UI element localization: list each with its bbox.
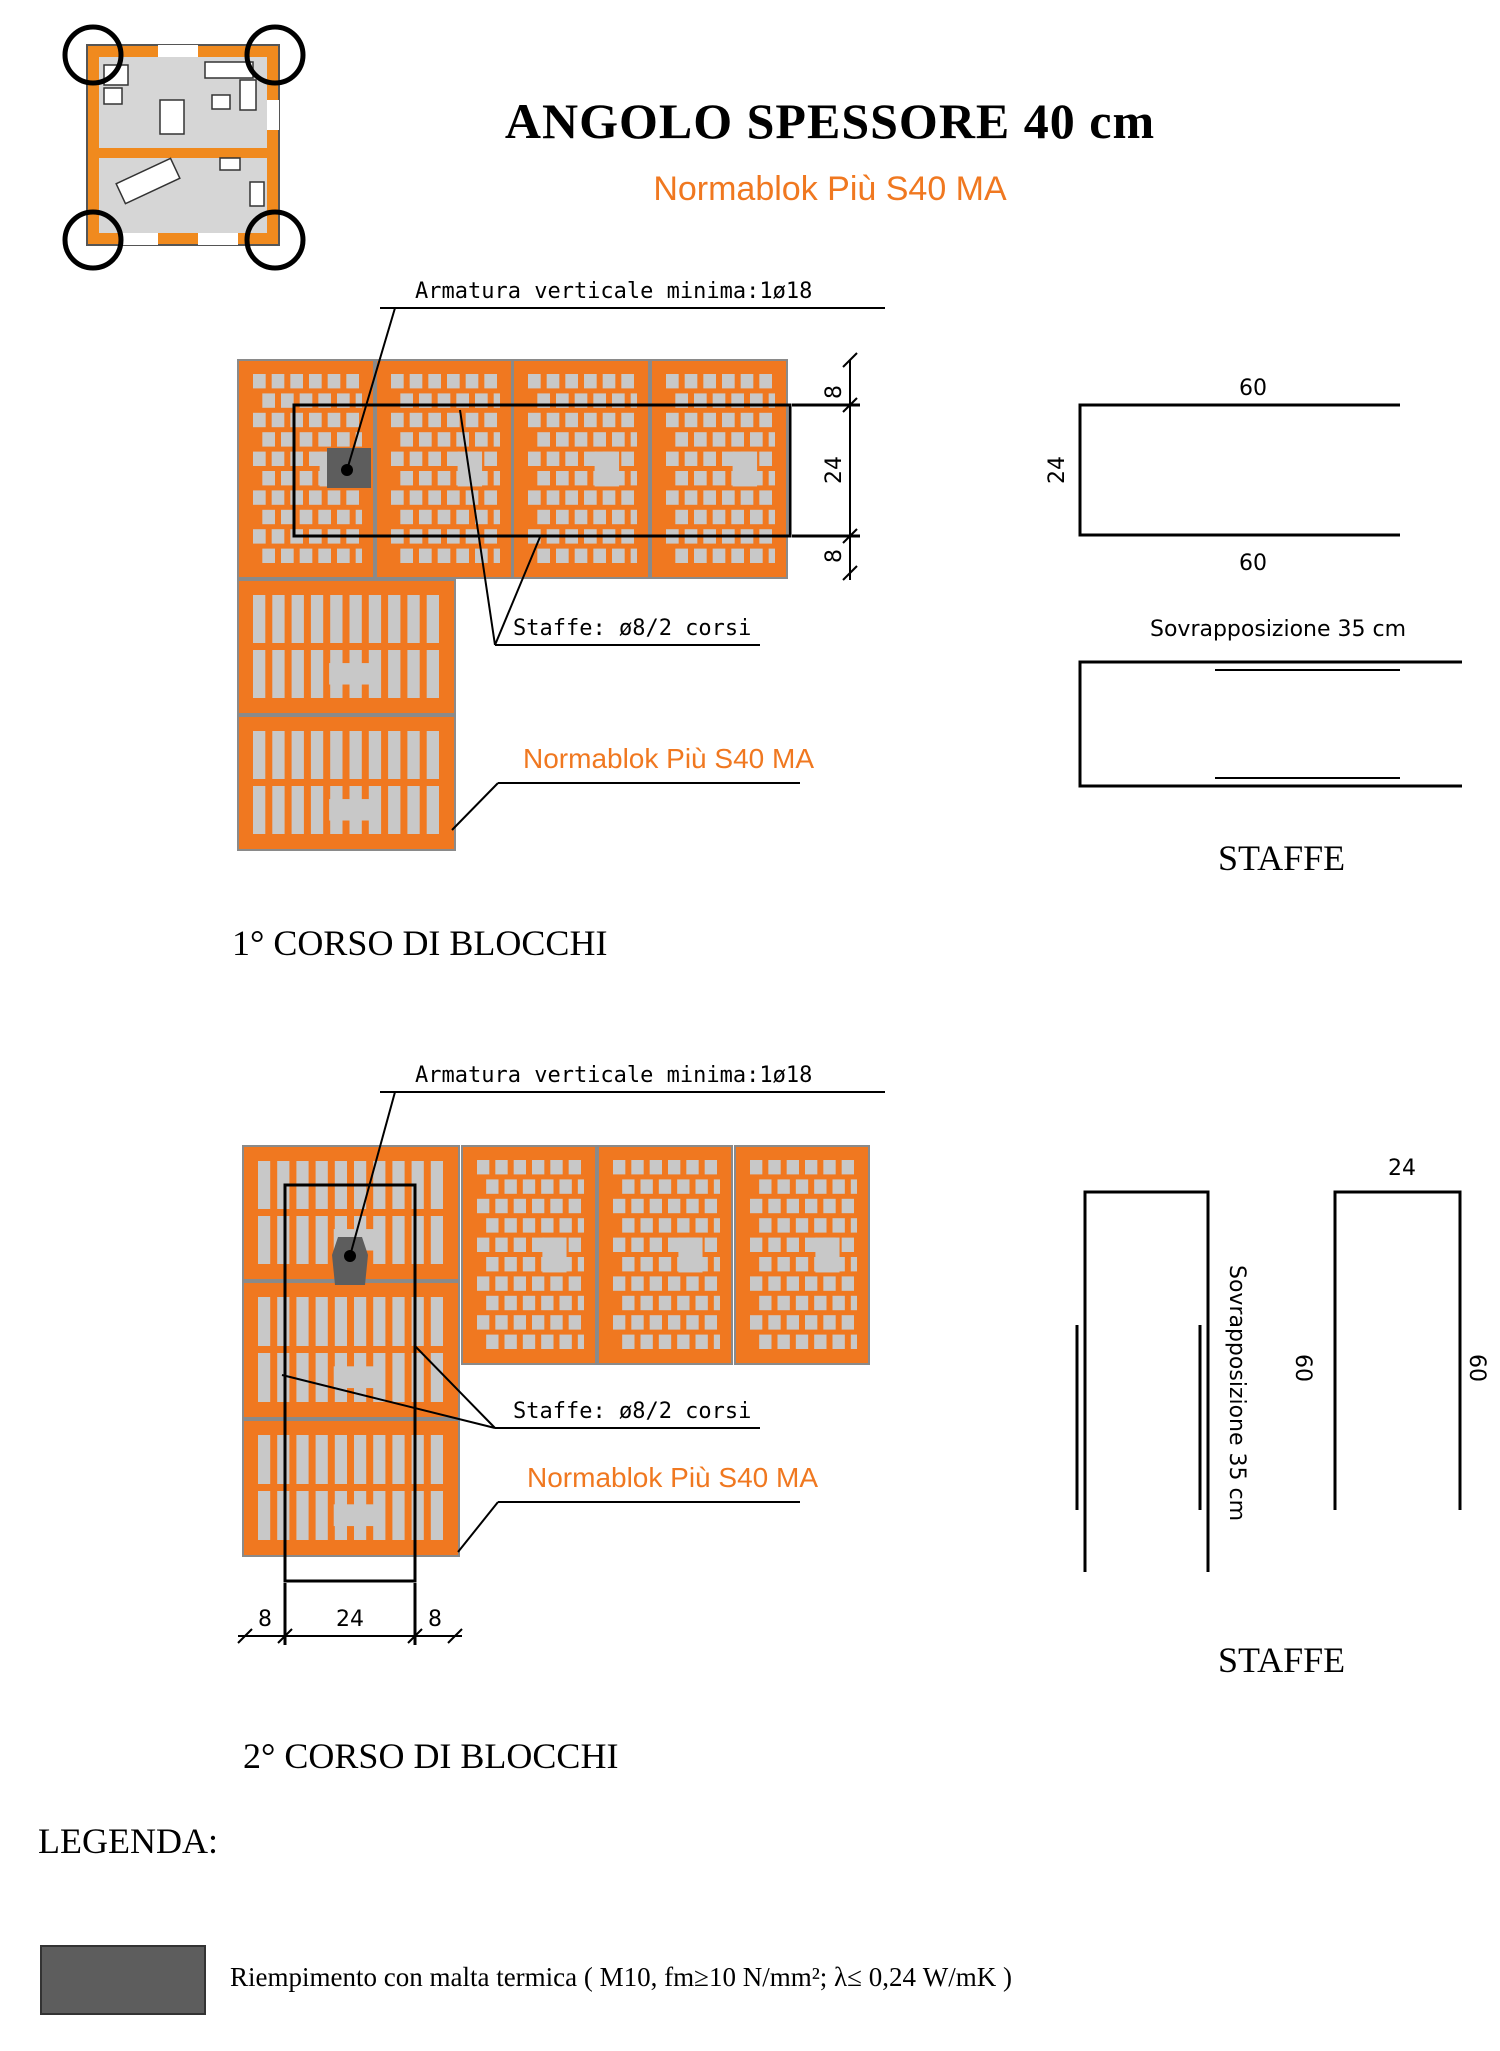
rebar-label: Armatura verticale minima:1ø18 [415,279,812,304]
masonry-block [242,1419,460,1557]
dim-left-8: 8 [258,1607,272,1632]
masonry-block [237,715,456,851]
dim-mid-24: 24 [336,1607,364,1632]
page-title: ANGOLO SPESSORE 40 cm [504,93,1156,149]
legend-swatch-mortar [40,1945,206,2015]
overlap-label: Sovrapposizione 35 cm [1150,617,1406,642]
masonry-block [461,1145,597,1365]
dimension-lines-2 [237,1583,463,1645]
stirrup-label: Staffe: ø8/2 corsi [513,1399,751,1424]
staffe-dim-left: 60 [1290,1354,1315,1382]
staffe-title: STAFFE [1218,1640,1345,1680]
page-subtitle: Normablok Più S40 MA [653,170,1007,208]
block-label: Normablok Più S40 MA [523,743,814,774]
dim-right-8: 8 [428,1607,442,1632]
course-caption: 1° CORSO DI BLOCCHI [232,923,607,963]
staffe-title: STAFFE [1218,838,1345,878]
stirrup-label: Staffe: ø8/2 corsi [513,616,751,641]
dim-mid-24: 24 [822,456,847,484]
staffe-dim-side: 24 [1045,456,1070,484]
dim-bot-8: 8 [822,549,847,563]
block-label: Normablok Più S40 MA [527,1462,818,1493]
masonry-block [512,359,650,579]
block-course-2 [242,1145,870,1583]
masonry-block [237,359,375,579]
stirrup-shape-2 [1075,1190,1462,1572]
legend-title: LEGENDA: [38,1821,218,1861]
staffe-dim-bottom: 60 [1239,551,1267,576]
masonry-block [242,1281,460,1419]
legend-item-text: Riempimento con malta termica ( M10, fm≥… [230,1962,1012,1992]
staffe-dim-right: 60 [1464,1354,1489,1382]
course-caption: 2° CORSO DI BLOCCHI [243,1736,618,1776]
masonry-block [734,1145,870,1365]
dimension-lines-1 [792,352,860,581]
stirrup-outline [283,1183,417,1583]
masonry-block [375,359,513,579]
block-course-1 [237,359,792,851]
leader-lines-1 [346,307,885,831]
corner-marker-icon [62,24,306,271]
leader-lines-2 [281,1091,885,1553]
rebar-label: Armatura verticale minima:1ø18 [415,1063,812,1088]
staffe-dim-top: 60 [1239,376,1267,401]
dim-top-8: 8 [822,385,847,399]
floor-plan-icon [86,44,280,246]
staffe-dim-top: 24 [1388,1156,1416,1181]
stirrup-outline [292,403,792,538]
masonry-block [597,1145,733,1365]
stirrup-shape-1 [1078,403,1462,788]
overlap-label: Sovrapposizione 35 cm [1224,1265,1249,1521]
masonry-block [237,579,456,715]
masonry-block [650,359,788,579]
